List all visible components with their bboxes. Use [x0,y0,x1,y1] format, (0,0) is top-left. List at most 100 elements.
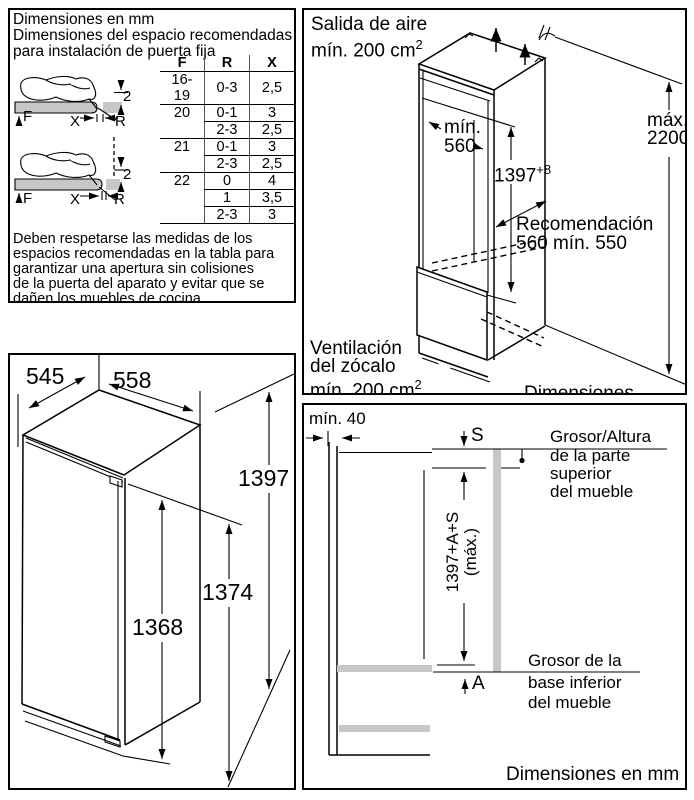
stack-height-label: 1397+A+S (máx.) [443,487,484,617]
cell-x: 2,5 [249,121,294,139]
base-thickness-line2: base inferior [528,673,622,692]
niche-height-tolerance: +8 [536,162,552,177]
note-line2: espacios recomendadas en la tabla para [13,246,275,262]
cell-x: 2,5 [249,155,294,173]
cell-r: 2-3 [204,121,250,139]
section-drawing [306,431,667,756]
hinge-diagrams-drawing [13,60,128,203]
panel-title-line2: Dimensiones del espacio recomendadas [13,27,293,44]
dim-label-r-1: R [115,113,126,130]
cell-f: 16-19 [160,71,205,105]
plinth-vent-line3: mín. 200 cm2 [310,375,422,393]
dimension-lines [306,431,667,694]
dim-label-x-1: X [70,113,81,130]
dimension-lines [428,36,685,385]
cabinet-isometric [416,32,547,383]
stack-height-line2: (máx.) [461,527,480,577]
plinth-vent-line1: Ventilación [310,338,402,359]
panel-section-view: mín. 40 S Grosor/Altura de la parte supe… [302,403,687,790]
table-header-row: F R X [160,55,294,72]
niche-height-value: 1397 [494,165,537,187]
cell-r: 0-3 [204,71,250,105]
dim-label-x-2: X [70,191,81,208]
cell-r: 1 [204,189,250,207]
cell-f [160,190,205,207]
cell-r: 0 [204,172,250,190]
dim-height-total: 1397 [238,465,290,491]
furniture-section [327,431,501,756]
cell-f [160,121,205,139]
cell-x: 4 [249,172,294,190]
cell-r: 2-3 [204,206,250,224]
note-line3: garantizar una apertura sin colisiones [13,261,254,277]
base-thickness-line1: Grosor de la [528,651,622,670]
recommendation-line2: 560 mín. 550 [516,233,627,254]
cell-x: 3 [249,206,294,224]
cell-r: 2-3 [204,155,250,173]
dimension-lines [17,373,294,788]
niche-width-label-line2: 560 [444,136,476,157]
a-label: A [472,673,485,694]
airflow-arrows [490,24,556,65]
dim-label-r-2: R [114,191,125,208]
dim-label-2-1: 2 [123,88,132,105]
appliance-drawing [17,355,294,788]
dim-depth: 545 [26,363,65,389]
panel-niche-ventilation: Salida de aire mín. 200 cm2 mín. 560 139… [302,8,687,395]
base-thickness-line3: del mueble [528,693,612,712]
cell-f: 21 [173,139,191,156]
dim-label-f-1: F [23,108,33,125]
dim-height-door: 1368 [132,614,184,640]
hinge-diagram-open [13,137,128,203]
min-gap-label: mín. 40 [309,409,366,428]
plinth-vent-sup: 2 [414,377,422,392]
recommendation-line1: Recomendación [516,214,654,235]
col-header-f: F [160,55,205,72]
dim-height-mid: 1374 [202,579,254,605]
cell-r: 0-1 [204,104,250,122]
panel-appliance-dimensions: 545 558 1397 1374 1368 [8,353,296,790]
cell-f: 22 [173,173,191,190]
air-outlet-sup: 2 [415,37,423,52]
max-height-line2: 2200 [647,128,687,149]
cell-r: 0-1 [204,138,250,156]
cell-x: 3 [249,138,294,156]
air-outlet-label-line1: Salida de aire [311,14,428,35]
top-thickness-line2: de la parte [550,446,631,465]
max-height-line1: máx. [647,110,687,131]
niche-height-label: 1397+8 [494,160,551,186]
cell-f [160,155,205,173]
note-line1: Deben respetarse las medidas de los [13,231,253,247]
hinge-diagram-closed [13,60,128,126]
stack-height-line1: 1397+A+S [443,511,462,593]
s-label: S [471,425,484,446]
air-outlet-text: mín. 200 cm [311,40,416,62]
clipped-caption: Dimensiones [524,383,634,395]
cell-f: 20 [173,105,191,122]
cell-x: 3,5 [249,189,294,207]
top-thickness-line1: Grosor/Altura [550,427,652,446]
air-outlet-label-line2: mín. 200 cm2 [311,35,423,61]
footer-units: Dimensiones en mm [506,764,680,785]
col-header-x: X [249,55,294,72]
note-line4: de la puerta del aparato y evitar que se [13,276,265,292]
fridge-isometric [21,355,202,757]
dim-width: 558 [113,367,152,393]
dim-label-2-2: 2 [123,166,132,183]
dim-label-f-2: F [23,190,33,207]
top-thickness-line4: del mueble [550,482,634,501]
plinth-vent-line2: del zócalo [310,356,396,377]
col-header-r: R [204,55,250,72]
panel-title-line1: Dimensiones en mm [13,11,155,28]
niche-cabinet-drawing [411,24,685,385]
plinth-vent-arrow [411,362,452,382]
panel-hinge-dimensions: Dimensiones en mm Dimensiones del espaci… [8,8,296,303]
